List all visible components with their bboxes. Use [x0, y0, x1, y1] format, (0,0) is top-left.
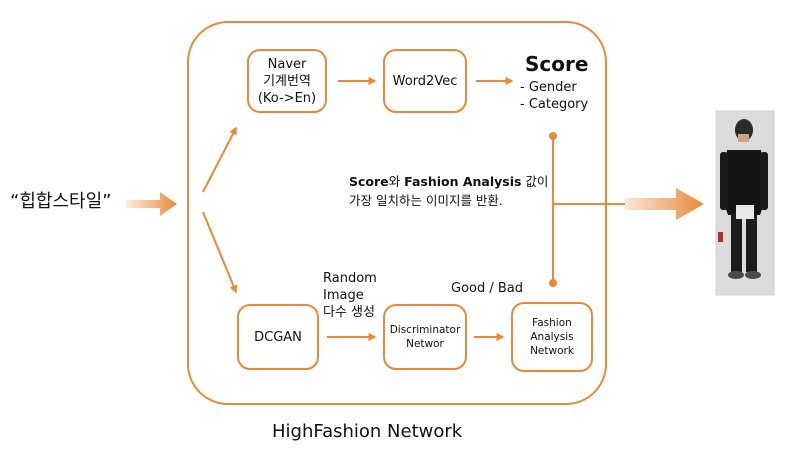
highfashion-network-container — [187, 21, 607, 405]
output-arrow — [625, 188, 704, 220]
word2vec-box — [383, 49, 467, 113]
random-image-label: Random Image 다수 생성 — [323, 270, 377, 321]
dcgan-label: DCGAN — [254, 329, 302, 345]
discriminator-line-1: Discriminator — [389, 324, 461, 336]
result-line-2: 가장 일치하는 이미지를 반환. — [349, 193, 503, 208]
result-score-word: Score — [349, 174, 389, 189]
result-line1-end: 값이 — [521, 174, 549, 189]
fashion-analysis-label: Fashion Analysis Network — [512, 303, 592, 371]
result-conj: 와 — [388, 174, 405, 189]
result-fa-word: Fashion Analysis — [404, 174, 522, 189]
random-image-line-3: 다수 생성 — [323, 305, 375, 320]
fashion-analysis-box — [511, 302, 593, 372]
score-title: Score — [525, 52, 589, 76]
good-bad-label: Good / Bad — [451, 281, 524, 296]
random-image-line-2: Image — [323, 288, 364, 303]
result-line-1: Score와 Fashion Analysis 값이 — [349, 172, 548, 191]
connector-dot-bottom — [549, 279, 557, 287]
fashion-line-2: Analysis — [530, 331, 574, 343]
score-item-gender: - Gender — [520, 80, 577, 95]
fashion-line-3: Network — [530, 345, 574, 357]
naver-line-3: (Ko->En) — [257, 90, 317, 106]
naver-label: Naver 기계번역 (Ko->En) — [248, 50, 326, 112]
word2vec-label: Word2Vec — [392, 73, 458, 89]
dcgan-box — [237, 304, 319, 370]
fashion-line-1: Fashion — [532, 317, 572, 329]
discriminator-line-2: Networ — [406, 338, 444, 350]
naver-line-2: 기계번역 — [263, 73, 311, 89]
discriminator-label: Discriminator Networ — [384, 305, 466, 369]
result-description: Score와 Fashion Analysis 값이 가장 일치하는 이미지를 … — [349, 172, 548, 210]
input-arrow — [126, 192, 177, 216]
naver-line-1: Naver — [267, 56, 307, 72]
network-title: HighFashion Network — [272, 421, 463, 442]
fork-arrow-up — [202, 126, 237, 193]
random-image-line-1: Random — [323, 271, 377, 286]
discriminator-box — [383, 304, 467, 370]
naver-box — [247, 49, 327, 113]
connector-dot-top — [549, 132, 557, 140]
score-item-category: - Category — [520, 97, 589, 112]
fork-arrow-down — [202, 211, 238, 294]
result-image — [715, 110, 775, 296]
input-query: “힙합스타일” — [10, 191, 112, 212]
